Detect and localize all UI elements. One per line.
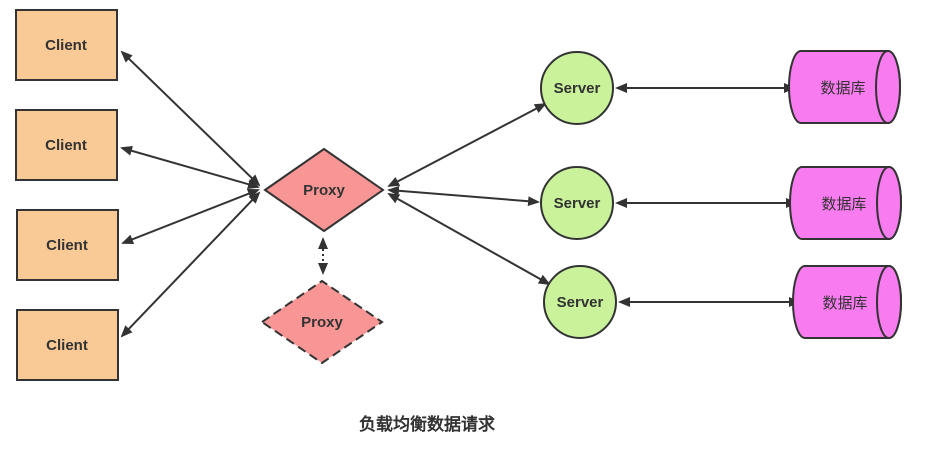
client-node-3: Client — [16, 209, 119, 281]
edge-client2-proxy — [120, 145, 260, 190]
edge-client1-proxy — [120, 50, 261, 187]
database-label: 数据库 — [822, 295, 867, 312]
proxy-label: Proxy — [303, 182, 345, 199]
server-circle — [543, 265, 617, 339]
database-cylinder-cap — [876, 166, 902, 240]
edge-proxy-server2 — [387, 185, 540, 207]
client-label: Client — [45, 37, 87, 54]
server-label: Server — [554, 195, 601, 212]
server-node-2: Server — [540, 166, 614, 240]
database-cylinder-cap — [876, 265, 902, 339]
client-label: Client — [45, 137, 87, 154]
client-box — [16, 309, 119, 381]
database-node-2: 数据库 — [789, 166, 902, 240]
diagram-title: 负载均衡数据请求 — [359, 414, 495, 434]
edge-client4-proxy — [120, 191, 261, 338]
database-cylinder-cap — [875, 50, 901, 124]
proxy-main-node: Proxy — [263, 147, 385, 233]
server-node-1: Server — [540, 51, 614, 125]
server-node-3: Server — [543, 265, 617, 339]
client-box — [15, 9, 118, 81]
edge-proxy-server3 — [387, 193, 551, 285]
database-node-1: 数据库 — [788, 50, 901, 124]
database-node-3: 数据库 — [792, 265, 902, 339]
server-circle — [540, 51, 614, 125]
server-label: Server — [554, 80, 601, 97]
client-node-4: Client — [16, 309, 119, 381]
edge-proxy-server1 — [387, 103, 547, 187]
database-label: 数据库 — [821, 196, 866, 213]
proxy-backup-diamond — [260, 279, 384, 365]
client-box — [16, 209, 119, 281]
server-circle — [540, 166, 614, 240]
proxy-diamond — [263, 147, 385, 233]
client-label: Client — [46, 337, 88, 354]
proxy-backup-node: Proxy — [260, 279, 384, 365]
proxy-backup-label: Proxy — [301, 314, 343, 331]
database-label: 数据库 — [820, 80, 865, 97]
server-label: Server — [557, 294, 604, 311]
client-node-1: Client — [15, 9, 118, 81]
client-label: Client — [46, 237, 88, 254]
client-node-2: Client — [15, 109, 118, 181]
client-box — [15, 109, 118, 181]
